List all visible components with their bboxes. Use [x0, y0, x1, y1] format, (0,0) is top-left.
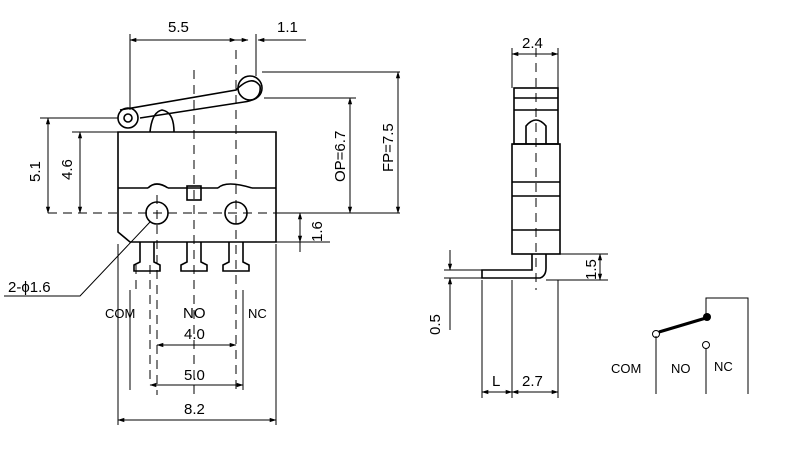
label-no: NO: [183, 305, 206, 322]
dim-height-5-1: 5.1: [27, 161, 44, 182]
dim-side-width: 2.4: [522, 35, 543, 52]
dim-pin-offset: 1.6: [309, 221, 326, 242]
dim-height-4-6: 4.6: [59, 159, 76, 180]
label-com: COM: [105, 306, 135, 321]
schematic-label-com: COM: [611, 361, 641, 376]
dim-5-0: 5.0: [184, 367, 205, 384]
dim-0-5: 0.5: [427, 314, 444, 335]
switch-schematic: COM NO NC: [611, 297, 749, 394]
side-terminal: [481, 254, 547, 279]
dim-lever-length: 5.5: [168, 19, 189, 36]
dim-2-7: 2.7: [522, 373, 543, 390]
schematic-label-no: NO: [671, 361, 691, 376]
switch-contact-arm: [658, 316, 707, 334]
dim-roller-offset: 1.1: [277, 19, 298, 36]
switch-body: [117, 131, 277, 243]
side-view: 2.4 1.5 0.5 L 2.7: [427, 35, 608, 398]
dim-l: L: [492, 373, 500, 390]
terminals: [133, 242, 250, 272]
lever-actuator: [117, 75, 263, 133]
dim-holes: 2-ϕ1.6: [8, 279, 51, 296]
dim-fp: FP=7.5: [380, 123, 397, 172]
dim-8-2: 8.2: [184, 401, 205, 418]
dim-1-5: 1.5: [583, 259, 600, 280]
lever-roller: [237, 75, 263, 101]
plunger: [186, 185, 202, 201]
label-nc: NC: [248, 306, 267, 321]
dim-4-0: 4.0: [184, 326, 205, 343]
front-view: 5.5 1.1 5.1 4.6 OP=6.7 FP=7.5 1.6 2-ϕ1.6…: [4, 19, 401, 425]
schematic-label-nc: NC: [714, 359, 733, 374]
dim-op: OP=6.7: [332, 131, 349, 182]
